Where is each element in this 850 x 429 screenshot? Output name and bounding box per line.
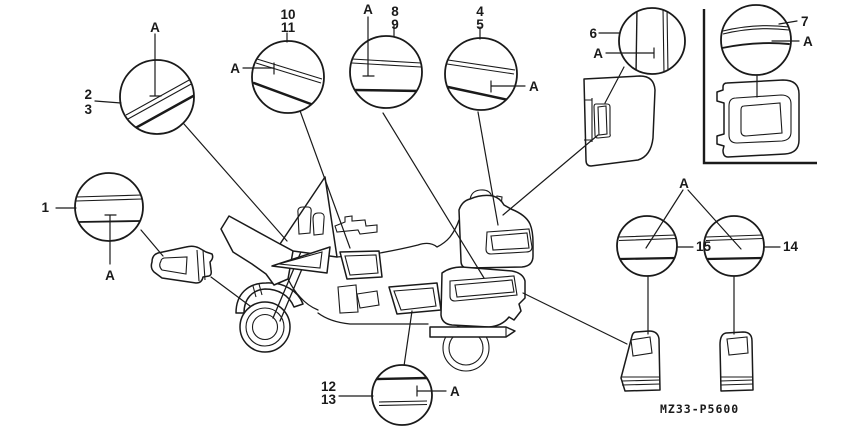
front-fender-part — [150, 245, 214, 284]
marker-a-line-6 — [605, 47, 655, 59]
leader-bag-to-panel15 — [522, 292, 628, 345]
label-5: 5 — [476, 17, 484, 32]
callout-circle-14 — [703, 215, 765, 277]
reference-labels: 1 2 3 4 5 6 7 8 9 10 11 12 13 14 15 — [41, 4, 808, 407]
label-15: 15 — [696, 239, 712, 254]
leader-8-9 — [382, 112, 485, 279]
label-1: 1 — [41, 200, 49, 215]
tank-seat-line — [336, 219, 460, 258]
label-12: 12 — [321, 379, 336, 394]
leader-4-5 — [477, 111, 499, 226]
saddlebag-top-part — [716, 79, 800, 158]
marker-a-14-15: A — [679, 176, 689, 191]
label-14: 14 — [783, 239, 799, 254]
marker-a-line-12-13 — [416, 385, 447, 397]
engine-panel — [356, 290, 380, 309]
callout-circle-2-3 — [119, 59, 195, 135]
a-markers: A A A A A A A A A — [105, 2, 813, 399]
marker-a-line-14 — [687, 189, 742, 250]
callout-circle-4-5 — [444, 37, 518, 111]
label-9: 9 — [391, 17, 399, 32]
mid-stripe-panel — [339, 250, 383, 280]
trunk-stripe — [485, 228, 533, 255]
marker-a-2-3: A — [150, 20, 160, 35]
pointer-label-2-3 — [94, 100, 122, 104]
label-10: 10 — [280, 7, 295, 22]
leader-10-11 — [298, 107, 351, 249]
part-code: MZ33-P5600 — [660, 402, 739, 416]
label-4: 4 — [476, 4, 484, 19]
marker-a-6: A — [593, 46, 603, 61]
callout-circle-7 — [720, 4, 792, 76]
marker-a-line-10-11 — [242, 62, 275, 75]
label-7: 7 — [801, 14, 809, 29]
label-11: 11 — [281, 20, 296, 35]
callout-circle-12-13 — [371, 364, 433, 426]
marker-a-10-11: A — [230, 61, 240, 76]
label-6: 6 — [589, 26, 597, 41]
front-fairing — [220, 215, 294, 286]
label-8: 8 — [391, 4, 399, 19]
leader-12-13 — [403, 310, 413, 367]
callout-circle-8-9 — [349, 35, 423, 109]
label-3: 3 — [84, 102, 92, 117]
leader-part-to-fender — [210, 276, 251, 307]
marker-a-line-15 — [645, 189, 684, 249]
callout-circle-6 — [618, 7, 686, 75]
pointer-label-7 — [778, 20, 798, 25]
callout-circle-1 — [74, 172, 144, 242]
marker-a-12-13: A — [450, 384, 460, 399]
mirrors-and-handlebar — [297, 206, 378, 236]
leader-6-part — [604, 66, 625, 104]
leader-2-3 — [183, 123, 288, 242]
saddlebag-stripe — [449, 275, 518, 302]
motorcycle-illustration — [220, 176, 534, 372]
callout-circle-10-11 — [251, 40, 325, 114]
label-13: 13 — [321, 392, 337, 407]
saddlebag — [440, 266, 526, 328]
marker-a-line-1 — [104, 214, 117, 265]
exhaust — [429, 326, 516, 338]
side-panel-right-part — [719, 331, 754, 392]
marker-a-line-4-5 — [490, 80, 526, 93]
leader-6-to-bike — [502, 134, 599, 216]
marker-a-4-5: A — [529, 79, 539, 94]
marker-a-8-9: A — [363, 2, 373, 17]
leader-lines — [140, 66, 758, 367]
label-2: 2 — [84, 87, 92, 102]
trunk-lid-part — [583, 75, 656, 167]
marker-a-line-2-3 — [149, 33, 162, 97]
leader-1-to-part — [140, 229, 164, 257]
side-panel-left-part — [620, 330, 661, 392]
marker-a-7: A — [803, 34, 813, 49]
marker-a-line-8-9 — [362, 16, 375, 77]
front-wheel — [239, 301, 291, 353]
marker-pointer-lines — [55, 16, 800, 397]
marker-a-1: A — [105, 268, 115, 283]
corner-frame — [702, 9, 817, 165]
front-fender — [235, 282, 304, 314]
